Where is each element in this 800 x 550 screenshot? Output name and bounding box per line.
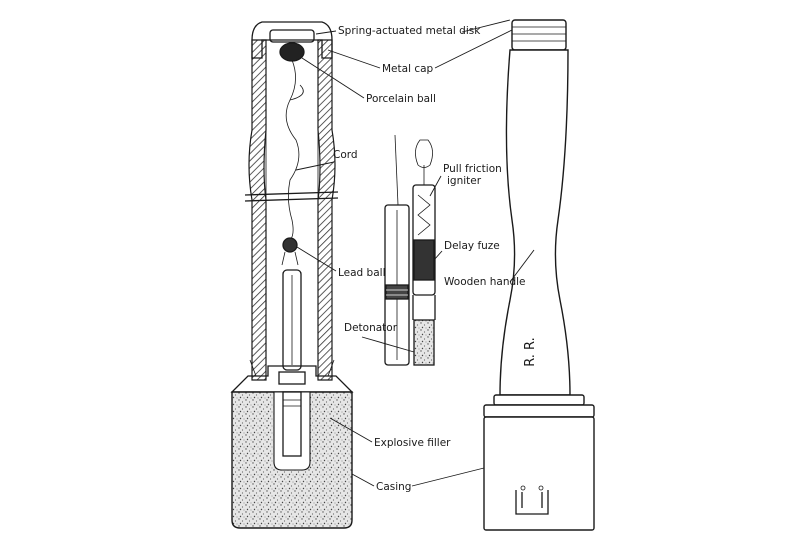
collar-shape <box>230 365 354 393</box>
igniter-body <box>412 184 436 296</box>
leader-spring-disk <box>315 30 337 35</box>
break-line-bottom <box>244 197 339 202</box>
leader-spring-disk-right <box>461 19 511 33</box>
exterior-grenade: R. R. <box>483 19 595 531</box>
label-detonator: Detonator <box>344 322 398 334</box>
leader-pull-friction <box>429 175 442 197</box>
label-delay-fuze: Delay fuze <box>444 240 500 252</box>
handle-wall-right <box>317 39 336 381</box>
callouts: Spring-actuated metal disk Metal cap Por… <box>295 19 535 493</box>
label-cord: Cord <box>333 149 358 161</box>
detonator-body <box>413 319 435 366</box>
leader-delay-fuze <box>433 250 443 261</box>
ferrule <box>493 394 585 406</box>
label-wooden-handle: Wooden handle <box>444 276 526 288</box>
label-pull-friction-2: igniter <box>447 175 482 187</box>
metal-cap-shape <box>251 21 333 59</box>
label-pull-friction-1: Pull friction <box>443 163 502 175</box>
label-explosive-filler: Explosive filler <box>374 437 451 449</box>
label-spring-disk: Spring-actuated metal disk <box>338 25 481 37</box>
handle-wall-left <box>248 39 267 381</box>
leader-cord <box>295 161 335 171</box>
leader-porcelain-ball <box>301 57 365 99</box>
handle-bore <box>265 45 319 380</box>
leader-casing-right <box>411 467 485 487</box>
cord-shape <box>285 59 300 241</box>
leader-detonator <box>361 336 415 353</box>
label-porcelain-ball: Porcelain ball <box>366 93 436 105</box>
pull-ring-shape <box>415 139 433 168</box>
break-line-top <box>244 191 339 196</box>
thread-cap <box>511 19 567 51</box>
spring-disk-shape <box>269 29 315 43</box>
leader-metal-cap <box>327 49 381 69</box>
fuze-exterior-body <box>384 204 410 366</box>
handle-marking: R. R. <box>523 337 538 367</box>
leader-casing <box>351 473 375 487</box>
leader-explosive-filler <box>329 417 373 443</box>
inner-fuze-shape <box>282 269 302 371</box>
belt-hook <box>515 490 549 515</box>
leader-wooden-handle <box>509 249 535 283</box>
label-metal-cap: Metal cap <box>382 63 434 75</box>
porcelain-ball-shape <box>279 42 305 62</box>
exterior-casing <box>483 416 595 531</box>
label-casing: Casing <box>376 481 411 493</box>
cutaway-grenade <box>230 21 354 529</box>
delay-fuze-body <box>413 239 435 281</box>
lead-ball-shape <box>282 237 298 253</box>
fuze-assembly <box>384 134 436 366</box>
label-lead-ball: Lead ball <box>338 267 386 279</box>
leader-lead-ball <box>296 246 337 272</box>
leader-metal-cap-right <box>434 29 513 69</box>
